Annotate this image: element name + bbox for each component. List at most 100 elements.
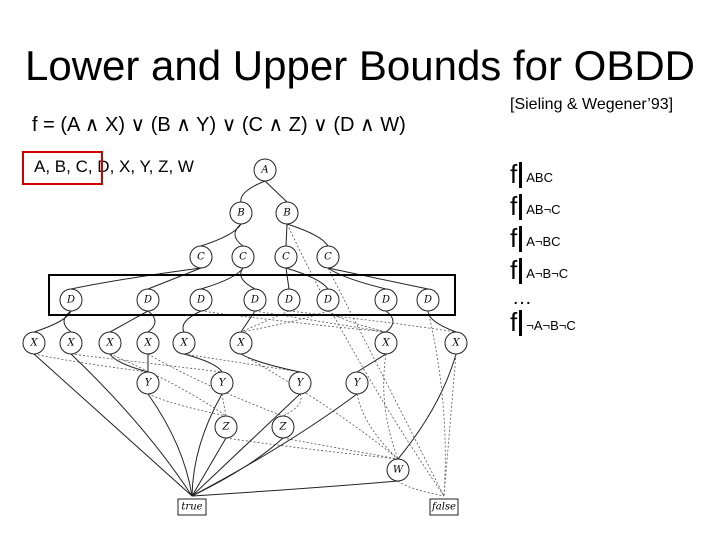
node-d3: D xyxy=(189,288,213,312)
boolean-formula: f = (A ∧ X) ∨ (B ∧ Y) ∨ (C ∧ Z) ∨ (D ∧ W… xyxy=(32,114,406,136)
node-d5: D xyxy=(277,288,301,312)
edge-high xyxy=(191,393,301,497)
restriction-subscript: A¬BC xyxy=(526,234,561,249)
edge-high xyxy=(285,267,290,290)
node-x5: X xyxy=(172,331,196,355)
edge-high xyxy=(191,480,399,497)
terminal-true: true xyxy=(177,498,207,516)
edge-high xyxy=(240,267,256,290)
node-d1: D xyxy=(59,288,83,312)
edge-high xyxy=(240,180,266,203)
node-label: W xyxy=(393,465,404,476)
node-label: C xyxy=(197,252,205,263)
node-label: Y xyxy=(219,378,227,389)
node-label: Y xyxy=(145,378,153,389)
restriction-item: f¬A¬B¬C xyxy=(510,308,576,340)
node-label: true xyxy=(181,502,202,513)
variable-order: A, B, C, D, X, Y, Z, W xyxy=(34,157,194,176)
diagram-edges xyxy=(33,180,457,497)
edge-high xyxy=(327,267,387,290)
node-label: C xyxy=(282,252,290,263)
node-y3: Y xyxy=(288,371,312,395)
citation: [Sieling & Wegener’93] xyxy=(510,96,674,113)
edge-low xyxy=(70,353,223,373)
edge-high xyxy=(70,353,193,497)
restriction-bar xyxy=(519,162,523,188)
restriction-bar xyxy=(519,310,523,336)
highlight-box-d-level xyxy=(48,274,456,316)
node-b1: B xyxy=(229,201,253,225)
node-x4: X xyxy=(136,331,160,355)
restriction-bar xyxy=(519,258,523,284)
node-x8: X xyxy=(444,331,468,355)
edge-high xyxy=(191,393,358,497)
node-label: D xyxy=(284,295,293,306)
edge-high xyxy=(63,310,72,333)
node-c1: C xyxy=(189,245,213,269)
restriction-bar xyxy=(519,194,523,220)
node-x3: X xyxy=(98,331,122,355)
node-x7: X xyxy=(374,331,398,355)
node-label: Y xyxy=(297,378,305,389)
node-w: W xyxy=(386,458,410,482)
highlight-box-red xyxy=(22,151,103,185)
edge-high xyxy=(356,353,387,373)
edge-high xyxy=(109,310,149,333)
edge-low xyxy=(147,393,227,417)
node-b2: B xyxy=(275,201,299,225)
node-label: Z xyxy=(222,422,231,433)
node-d2: D xyxy=(136,288,160,312)
edge-low xyxy=(327,310,387,333)
edge-low xyxy=(33,353,149,373)
node-label: D xyxy=(196,295,205,306)
node-label: X xyxy=(236,338,245,349)
edge-high xyxy=(182,310,202,333)
edge-high xyxy=(70,267,202,290)
node-x6: X xyxy=(229,331,253,355)
restriction-ellipsis: … xyxy=(512,287,532,309)
edge-high xyxy=(147,267,202,290)
restriction-f: f xyxy=(510,255,518,285)
node-d6: D xyxy=(316,288,340,312)
node-label: B xyxy=(236,208,244,219)
restriction-f: f xyxy=(510,159,518,189)
edge-low xyxy=(282,437,399,460)
edge-low xyxy=(254,310,387,333)
edge-high xyxy=(191,437,227,497)
edge-high xyxy=(264,180,288,203)
edge-low xyxy=(200,310,387,333)
node-label: B xyxy=(282,208,290,219)
edge-low xyxy=(443,353,457,497)
slide-title: Lower and Upper Bounds for OBDD xyxy=(24,42,695,89)
edge-low xyxy=(225,437,399,460)
node-label: X xyxy=(143,338,152,349)
node-z2: Z xyxy=(271,415,295,439)
node-d8: D xyxy=(416,288,440,312)
edge-high xyxy=(327,267,429,290)
node-c2: C xyxy=(231,245,255,269)
node-label: D xyxy=(381,295,390,306)
node-label: Z xyxy=(279,422,288,433)
node-label: X xyxy=(29,338,38,349)
restriction-subscript: AB¬C xyxy=(526,202,561,217)
restriction-f: f xyxy=(510,191,518,221)
node-label: X xyxy=(179,338,188,349)
edge-low xyxy=(221,393,227,417)
node-label: X xyxy=(66,338,75,349)
edge-high xyxy=(385,310,394,333)
edge-high xyxy=(191,437,284,497)
edge-low xyxy=(282,393,302,417)
edge-low xyxy=(288,310,457,333)
node-y2: Y xyxy=(210,371,234,395)
edge-high xyxy=(33,310,72,333)
node-label: Y xyxy=(354,378,362,389)
node-x1: X xyxy=(22,331,46,355)
edge-low xyxy=(383,353,399,460)
node-z1: Z xyxy=(214,415,238,439)
node-label: D xyxy=(323,295,332,306)
edge-high xyxy=(234,223,244,247)
terminal-false: false xyxy=(429,498,459,516)
